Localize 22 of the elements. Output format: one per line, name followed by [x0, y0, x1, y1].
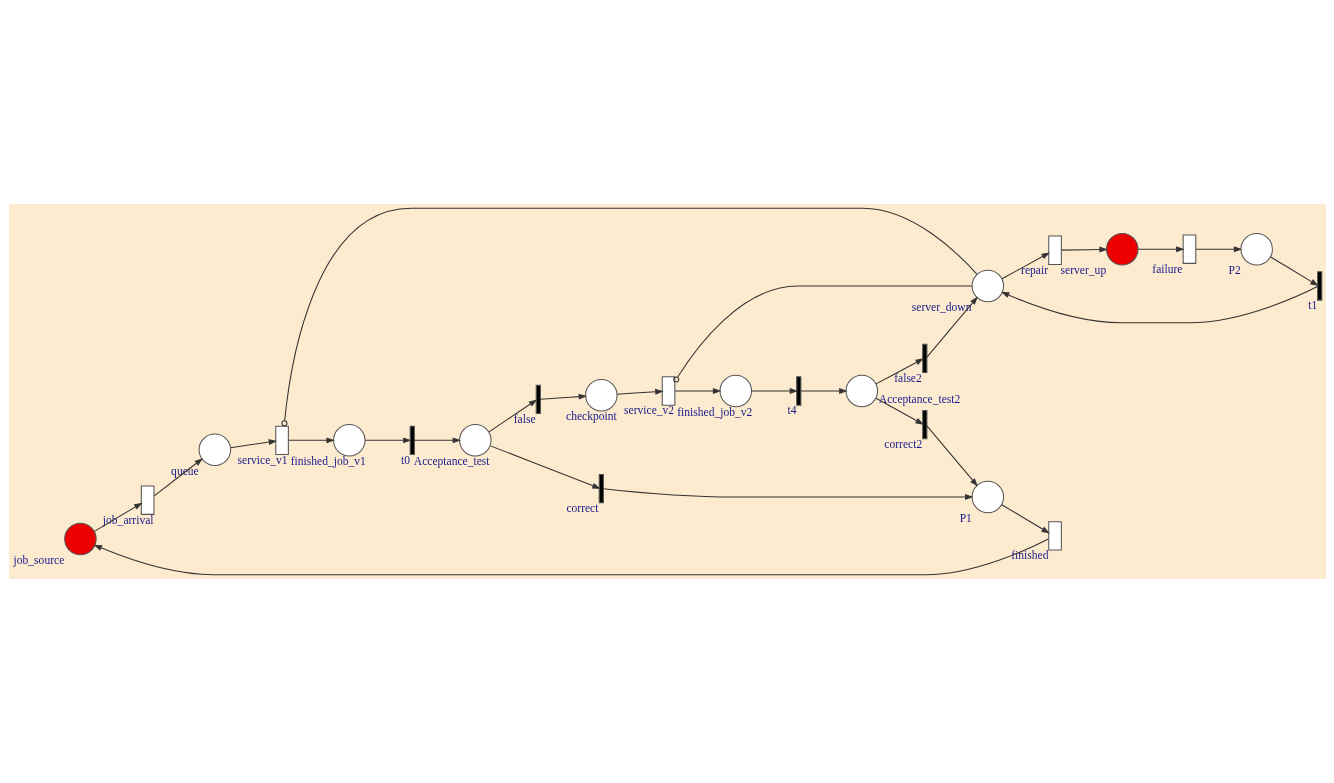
node-label: t0	[400, 453, 410, 466]
node-label: t4	[786, 404, 796, 417]
node-label: Acceptance_test2	[878, 393, 960, 406]
node-label: finished_job_v2	[676, 405, 752, 418]
node-label: P2	[1228, 264, 1241, 277]
node-label: service_v2	[623, 404, 674, 417]
node-label: P1	[959, 512, 972, 525]
node-label: false2	[893, 371, 922, 384]
node-label: t1	[1307, 299, 1317, 312]
node-label: Acceptance_test	[413, 455, 489, 468]
node-label: service_v1	[237, 453, 288, 466]
node-label: finished_job_v1	[290, 455, 366, 468]
node-label: false	[513, 412, 536, 425]
node-label: job_source	[13, 554, 64, 567]
node-label: checkpoint	[565, 410, 617, 423]
node-label: server_down	[911, 300, 971, 313]
node-label: finished	[1010, 549, 1048, 562]
node-label: server_up	[1060, 264, 1106, 277]
node-label: correct2	[883, 438, 922, 450]
node-label: repair	[1020, 263, 1048, 276]
node-label: correct	[565, 502, 598, 515]
node-label: failure	[1151, 262, 1182, 275]
